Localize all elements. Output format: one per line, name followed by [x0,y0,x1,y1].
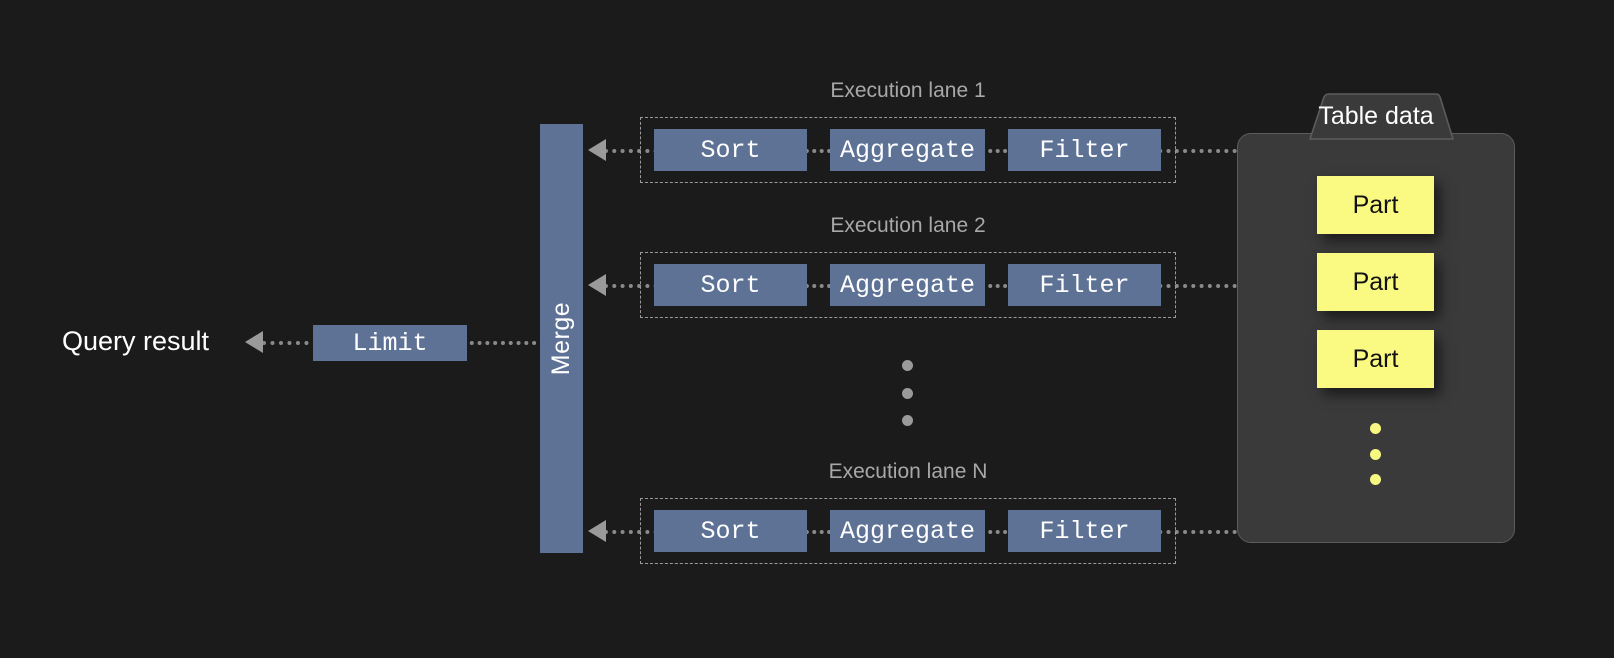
lane-ellipsis-dot-2 [902,388,913,399]
execution-lane-1[interactable] [640,117,1176,183]
lane-n-operator-sort[interactable]: Sort [654,510,807,552]
connector-lane-2-filter-to-table-data [1150,284,1245,288]
connector-lane-n-filter-to-table-data [1150,530,1245,534]
table-part-ellipsis-dot-2 [1370,449,1381,460]
table-part-ellipsis-dot-3 [1370,474,1381,485]
lane-ellipsis-dot-1 [902,360,913,371]
arrow-lane-2-to-merge-icon [588,274,606,296]
lane-label-n: Execution lane N [828,460,988,483]
connector-lane-2-sort-aggregate [790,284,846,288]
execution-lane-n[interactable] [640,498,1176,564]
lane-n-operator-aggregate[interactable]: Aggregate [830,510,985,552]
connector-merge-to-limit [462,341,544,345]
table-part-2[interactable]: Part [1317,253,1434,311]
arrow-lane-1-to-merge-icon [588,139,606,161]
connector-lane-n-aggregate-filter [966,530,1022,534]
lane-2-operator-sort[interactable]: Sort [654,264,807,306]
lane-1-operator-aggregate[interactable]: Aggregate [830,129,985,171]
lane-ellipsis-dot-3 [902,415,913,426]
merge-operator-bar[interactable]: Merge [540,124,583,553]
connector-lane-2-aggregate-filter [966,284,1022,288]
table-data-title: Table data [1318,101,1434,130]
lane-2-operator-aggregate[interactable]: Aggregate [830,264,985,306]
connector-lane-1-to-merge [604,149,666,153]
connector-lane-n-sort-aggregate [790,530,846,534]
lane-label-1: Execution lane 1 [830,79,986,102]
arrow-lane-n-to-merge-icon [588,520,606,542]
table-part-ellipsis-dot-1 [1370,423,1381,434]
lane-1-operator-sort[interactable]: Sort [654,129,807,171]
lane-n-operator-filter[interactable]: Filter [1008,510,1161,552]
lane-2-operator-filter[interactable]: Filter [1008,264,1161,306]
table-part-1[interactable]: Part [1317,176,1434,234]
connector-lane-1-aggregate-filter [966,149,1022,153]
lane-1-operator-filter[interactable]: Filter [1008,129,1161,171]
connector-lane-n-to-merge [604,530,666,534]
lane-label-2: Execution lane 2 [830,214,986,237]
connector-lane-1-filter-to-table-data [1150,149,1245,153]
connector-limit-to-query-result [262,341,317,345]
folder-tab-shape-icon [1309,93,1454,140]
query-result-label: Query result [62,326,210,356]
merge-label: Merge [547,301,575,376]
limit-operator-box[interactable]: Limit [313,325,467,361]
table-data-tab: Table data [1290,93,1462,140]
connector-lane-1-sort-aggregate [790,149,846,153]
connector-lane-2-to-merge [604,284,666,288]
arrow-to-query-result-icon [245,331,263,353]
execution-lane-2[interactable] [640,252,1176,318]
table-part-3[interactable]: Part [1317,330,1434,388]
